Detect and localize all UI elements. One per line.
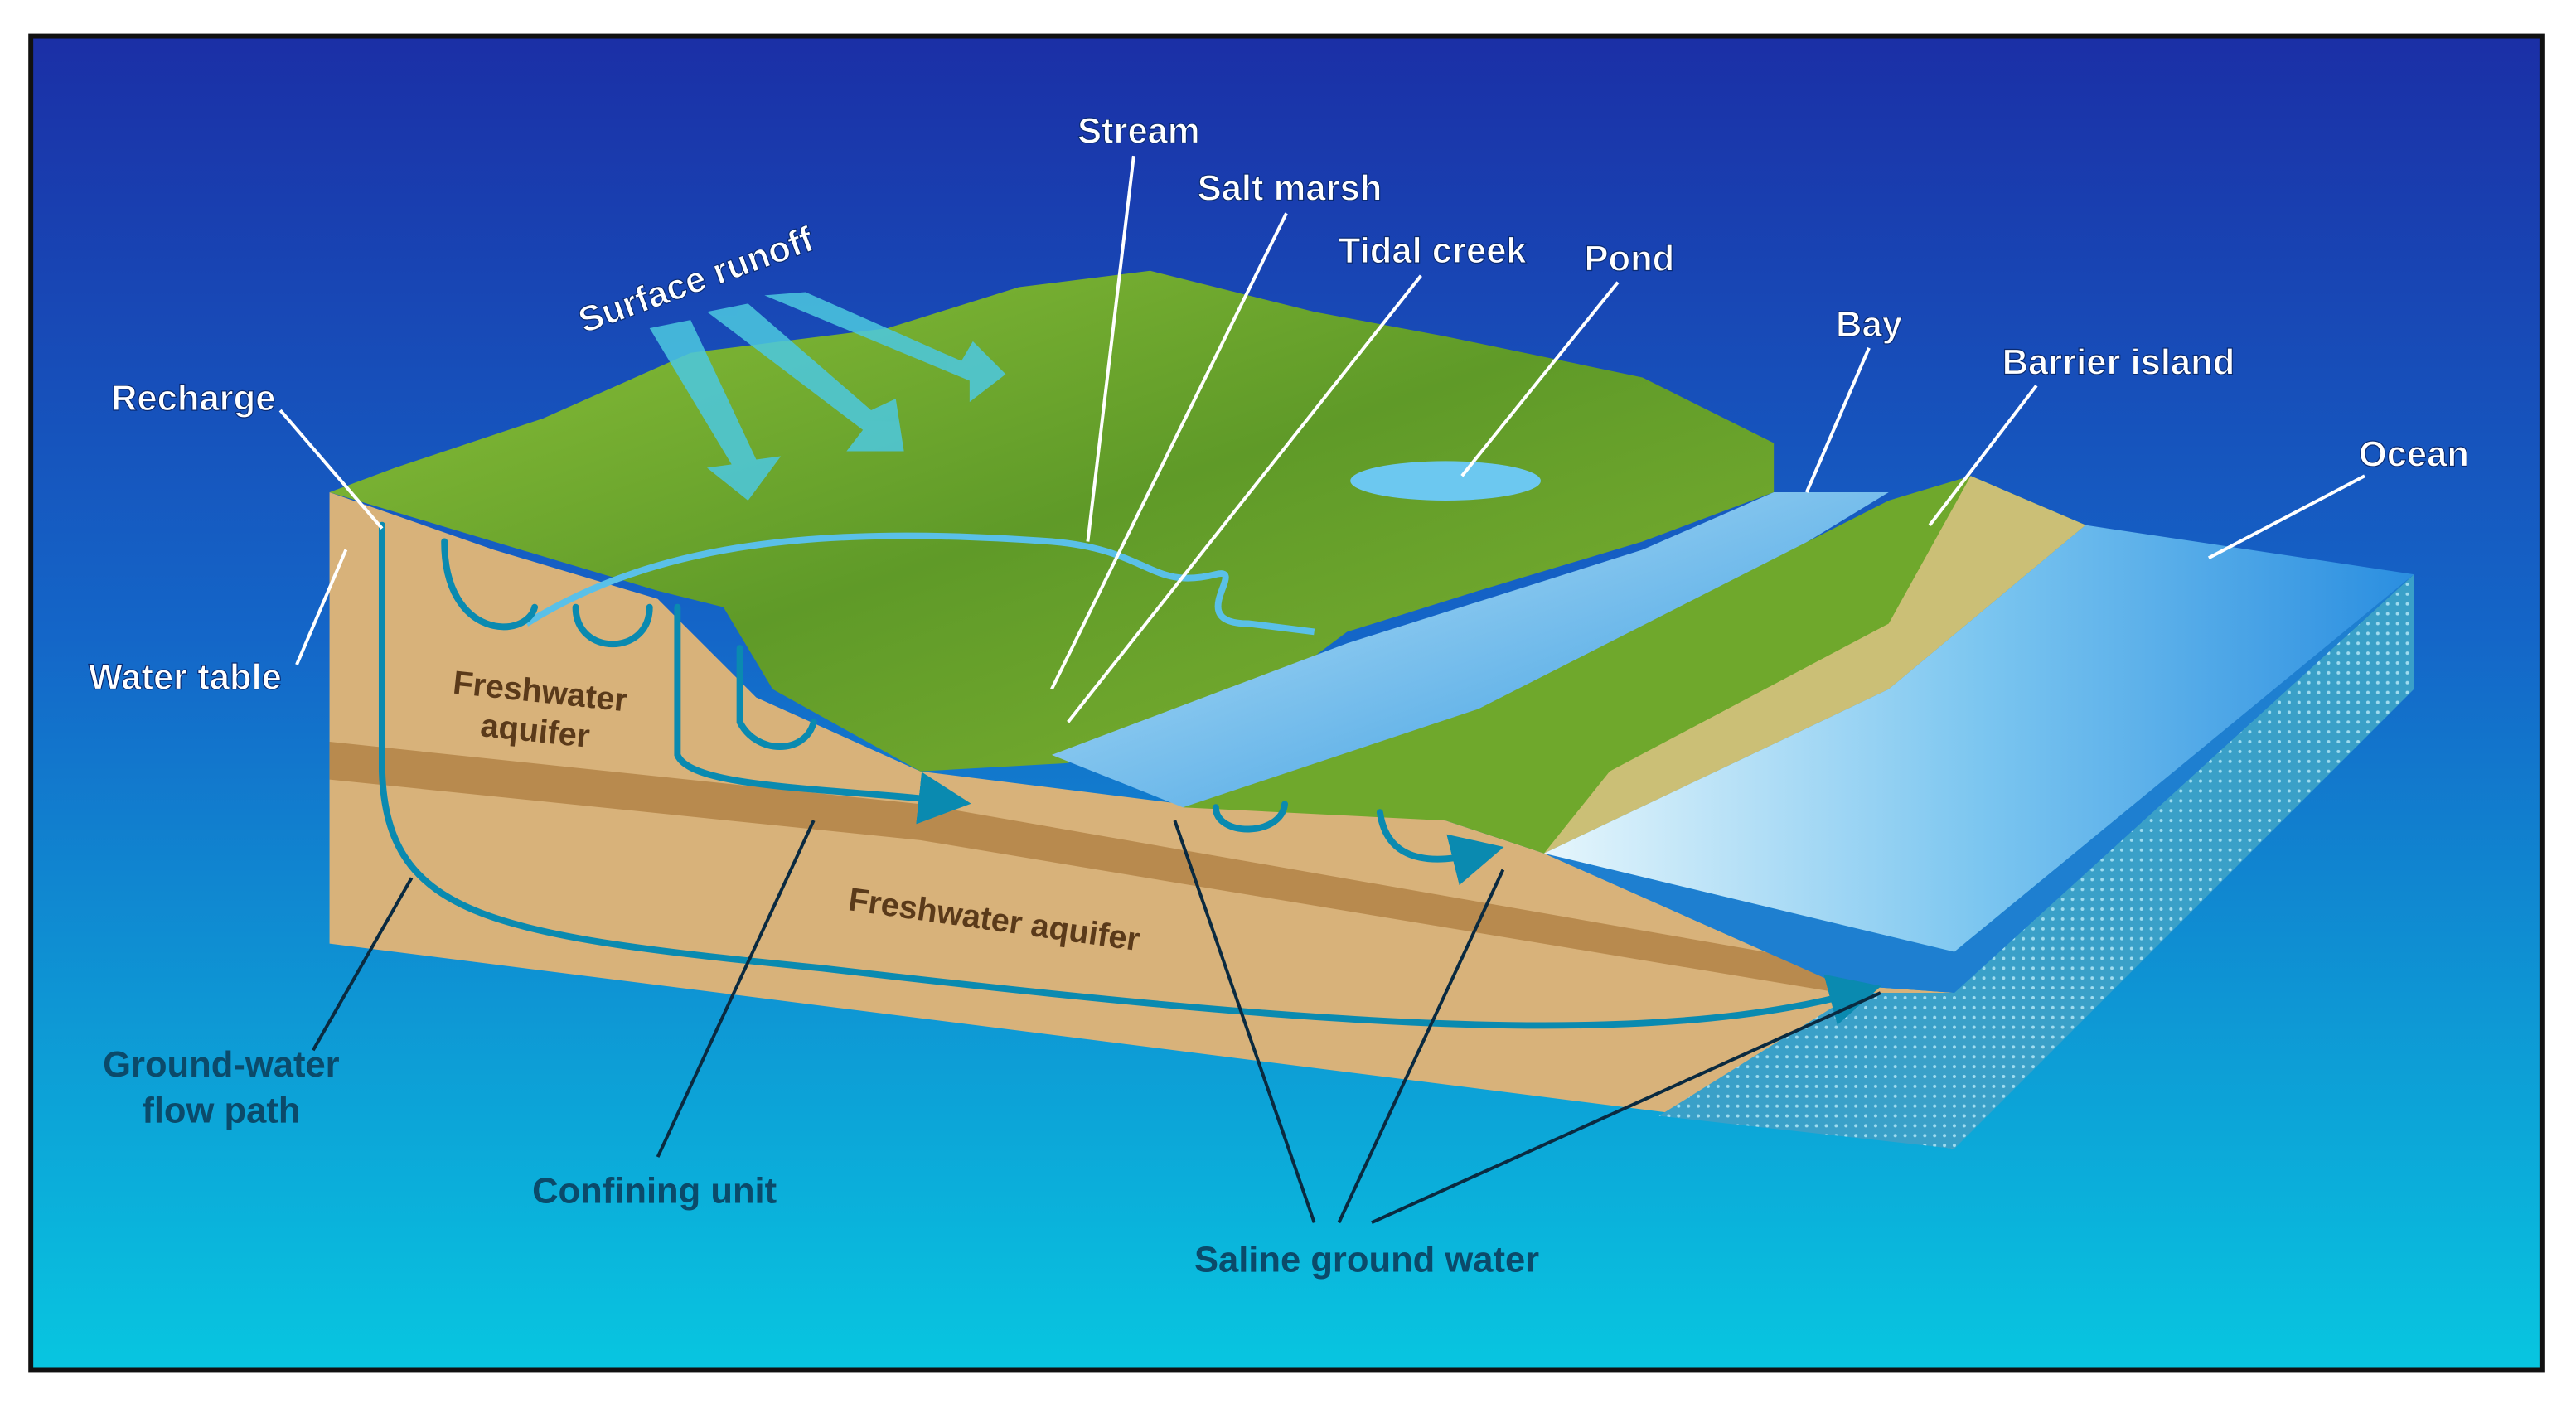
barrier-island-beach bbox=[1543, 476, 2086, 854]
label-stream: Stream bbox=[1077, 111, 1200, 151]
label-ground-water-flow-path-1: Ground-water bbox=[103, 1045, 340, 1085]
surface-runoff-arrows bbox=[649, 292, 1006, 501]
pond bbox=[1350, 461, 1541, 501]
label-bay: Bay bbox=[1836, 305, 1902, 345]
label-pond: Pond bbox=[1584, 240, 1674, 279]
label-water-table: Water table bbox=[89, 658, 282, 698]
leader-lines bbox=[278, 155, 2365, 1225]
bay-water bbox=[1051, 492, 1889, 808]
ocean-surface bbox=[1543, 525, 2414, 952]
barrier-island-surface bbox=[1183, 476, 2086, 854]
label-ground-water-flow-path-2: flow path bbox=[142, 1091, 300, 1130]
label-saline-ground-water: Saline ground water bbox=[1194, 1241, 1539, 1280]
label-recharge: Recharge bbox=[111, 379, 275, 419]
confining-unit-layer bbox=[329, 742, 1840, 994]
saline-wedge bbox=[1658, 993, 1954, 1149]
sand-cross-section bbox=[329, 492, 1954, 1149]
label-salt-marsh: Salt marsh bbox=[1198, 169, 1382, 209]
label-tidal-creek: Tidal creek bbox=[1339, 231, 1528, 271]
label-ocean: Ocean bbox=[2359, 434, 2469, 474]
label-barrier-island: Barrier island bbox=[2002, 342, 2235, 382]
ocean-side-face bbox=[1954, 574, 2414, 1149]
stream bbox=[525, 532, 1315, 636]
label-confining-unit: Confining unit bbox=[532, 1171, 777, 1211]
ground-water-flow-paths bbox=[378, 521, 1881, 1029]
